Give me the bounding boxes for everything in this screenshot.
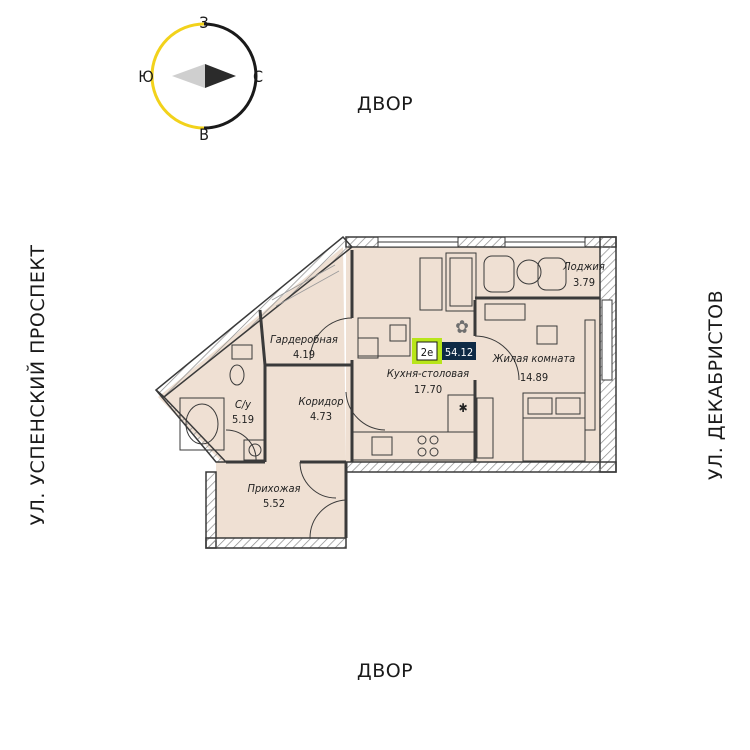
doors xyxy=(225,317,520,539)
plant-icon: ✿ xyxy=(455,317,469,338)
label-right-street: УЛ. ДЕКАБРИСТОВ xyxy=(705,290,727,480)
wardrobe-rails xyxy=(271,264,340,307)
room-name-kitchen: Кухня-столовая xyxy=(387,367,469,380)
apartment-badge: 2е 54.12 xyxy=(412,338,476,364)
apartment-total-area: 54.12 xyxy=(445,346,473,359)
room-area-loggia: 3.79 xyxy=(573,276,595,289)
room-area-bathroom: 5.19 xyxy=(232,413,254,426)
compass-south: В xyxy=(199,125,209,144)
compass: З Ю С В xyxy=(138,13,263,144)
room-name-hallway: Прихожая xyxy=(248,482,301,495)
label-top-yard: ДВОР xyxy=(357,93,413,115)
wall-entry-left xyxy=(205,471,217,549)
window-living xyxy=(601,299,613,381)
wall-entry-bottom xyxy=(205,537,347,549)
room-area-corridor: 4.73 xyxy=(310,410,332,423)
compass-arc-black xyxy=(203,22,258,130)
living-furniture xyxy=(484,303,596,462)
fridge-icon: ✱ xyxy=(458,401,467,415)
entry-floor xyxy=(216,462,346,538)
label-bottom-yard: ДВОР xyxy=(357,660,413,682)
apartment-plan: ✱ ✿ xyxy=(154,235,617,549)
loggia-furniture xyxy=(483,255,567,293)
room-area-hallway: 5.52 xyxy=(263,497,285,510)
compass-west: Ю xyxy=(138,67,154,86)
label-left-street: УЛ. УСПЕНСКИЙ ПРОСПЕКТ xyxy=(26,245,49,526)
kitchen-furniture xyxy=(351,252,494,461)
compass-east: С xyxy=(253,67,263,86)
wall-bottom-main xyxy=(345,461,617,473)
bathroom-fixtures xyxy=(179,344,267,461)
compass-north: З xyxy=(199,13,208,32)
room-area-living: 14.89 xyxy=(520,371,548,384)
apartment-type: 2е xyxy=(421,346,433,359)
room-name-wardrobe: Гардеробная xyxy=(270,333,338,346)
room-name-bathroom: С/у xyxy=(235,398,251,411)
room-labels: Гардеробная 4.19 С/у 5.19 Коридор 4.73 К… xyxy=(232,260,605,510)
compass-arrow-head xyxy=(205,64,236,88)
room-name-loggia: Лоджия xyxy=(562,260,605,273)
compass-arrow-tail xyxy=(172,64,205,88)
apartment-area-badge xyxy=(442,342,476,360)
room-area-wardrobe: 4.19 xyxy=(293,348,315,361)
room-name-corridor: Коридор xyxy=(299,395,344,408)
room-name-living: Жилая комната xyxy=(492,352,575,365)
compass-arc-yellow xyxy=(150,22,205,130)
room-area-kitchen: 17.70 xyxy=(414,383,442,396)
